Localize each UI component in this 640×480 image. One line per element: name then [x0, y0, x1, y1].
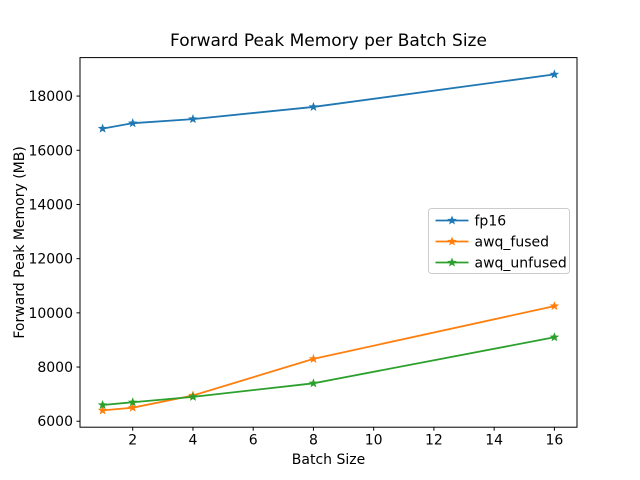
star-marker-fp16	[188, 114, 198, 124]
star-marker-awq_fused	[549, 301, 560, 311]
y-tick-label: 16000	[28, 143, 73, 159]
legend-marker-fp16	[447, 215, 457, 225]
x-tick-label: 4	[188, 433, 197, 449]
star-marker-awq_unfused	[97, 399, 108, 410]
y-axis-label: Forward Peak Memory (MB)	[12, 146, 28, 338]
star-marker-awq_fused	[127, 402, 138, 412]
y-tick-label: 6000	[37, 414, 73, 430]
legend: fp16 awq_fused awq_unfused	[428, 208, 570, 274]
x-axis-label: Batch Size	[292, 452, 365, 468]
star-marker-awq_fused	[308, 353, 319, 363]
legend-box	[428, 208, 570, 274]
x-tick-label: 12	[425, 433, 443, 449]
legend-label-awq_fused: awq_fused	[475, 235, 550, 251]
star-marker-fp16	[549, 69, 560, 79]
y-tick-label: 14000	[28, 197, 73, 213]
legend-label-fp16: fp16	[475, 214, 507, 230]
star-marker-fp16	[97, 123, 108, 133]
star-marker-awq_unfused	[127, 397, 138, 407]
legend-label-awq_unfused: awq_unfused	[475, 256, 567, 272]
x-tick-label: 8	[309, 433, 318, 449]
chart-title: Forward Peak Memory per Batch Size	[170, 31, 487, 51]
star-marker-awq_unfused	[549, 332, 560, 342]
x-tick-label: 10	[365, 433, 383, 449]
star-marker-awq_fused	[97, 405, 108, 415]
star-marker-awq_unfused	[308, 378, 319, 388]
y-tick-label: 10000	[28, 306, 73, 322]
x-tick-label: 16	[545, 433, 563, 449]
star-marker-fp16	[127, 118, 138, 128]
plot-frame	[79, 57, 578, 428]
legend-marker-awq_fused	[447, 236, 457, 246]
star-marker-fp16	[308, 101, 319, 111]
y-tick-label: 12000	[28, 252, 73, 268]
legend-marker-awq_unfused	[447, 257, 457, 267]
star-marker-awq_unfused	[188, 391, 198, 401]
y-tick-label: 8000	[37, 360, 73, 376]
x-tick-label: 6	[249, 433, 258, 449]
x-tick-label: 14	[485, 433, 503, 449]
x-tick-label: 2	[128, 433, 137, 449]
y-tick-label: 18000	[28, 89, 73, 105]
